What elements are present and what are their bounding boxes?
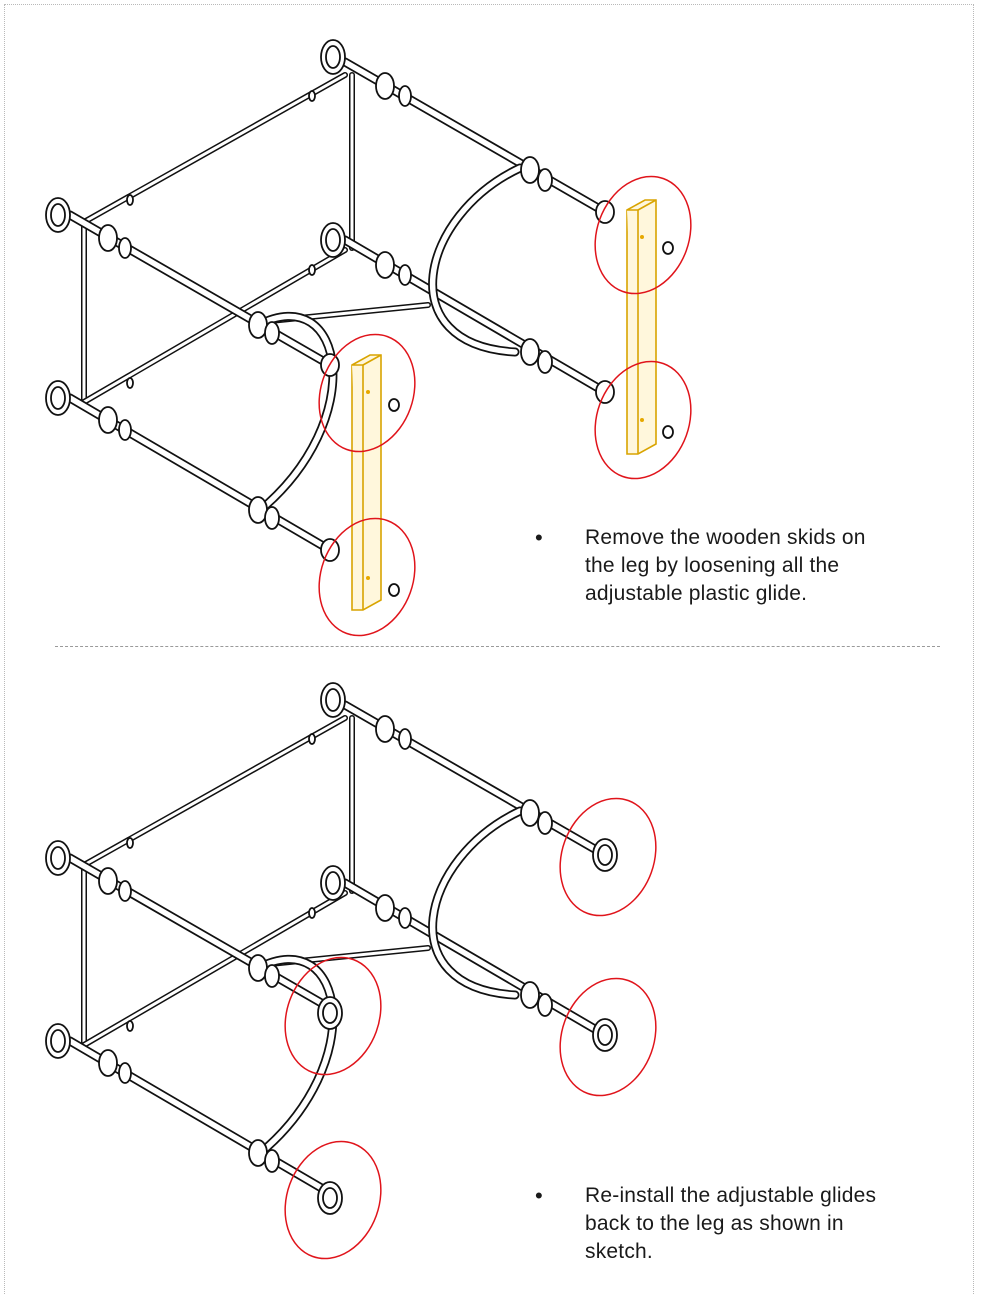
bullet-icon: • — [535, 1183, 543, 1208]
instruction-line: back to the leg as shown in — [585, 1212, 844, 1235]
highlight-circle — [284, 1140, 382, 1260]
instruction-step-1: • Remove the wooden skids on the leg by … — [535, 524, 866, 608]
page-border — [4, 4, 974, 1294]
rack-with-glides — [46, 683, 657, 1260]
highlight-circle — [594, 360, 692, 480]
wooden-skid-right — [626, 199, 674, 455]
highlight-circle — [559, 977, 657, 1097]
instruction-line: the leg by loosening all the — [585, 554, 840, 577]
instruction-line: Remove the wooden skids on — [585, 526, 866, 549]
bullet-icon: • — [535, 525, 543, 550]
instruction-line: Re-install the adjustable glides — [585, 1184, 877, 1207]
instruction-step-2: • Re-install the adjustable glides back … — [535, 1182, 877, 1266]
highlight-circle — [318, 333, 416, 453]
highlight-circle — [318, 517, 416, 637]
instruction-line: adjustable plastic glide. — [585, 582, 808, 605]
highlight-circle — [559, 797, 657, 917]
highlight-circle — [284, 956, 382, 1076]
section-divider — [55, 646, 940, 647]
instruction-line: sketch. — [585, 1240, 653, 1263]
highlight-circle — [594, 175, 692, 295]
rack-with-skids — [46, 40, 692, 637]
wooden-skid-left — [351, 354, 400, 611]
